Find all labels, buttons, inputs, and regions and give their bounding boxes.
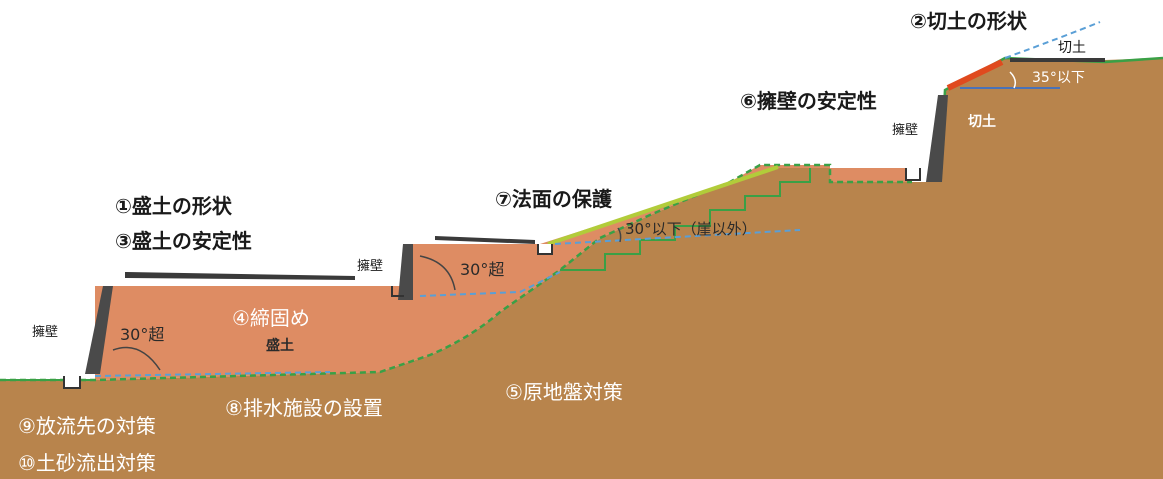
drain-gutter-lower [63, 376, 81, 389]
label-drainage: ⑧排水施設の設置 [225, 396, 383, 420]
angle-arc-cut [1009, 71, 1017, 89]
angle-arc-lower [112, 346, 161, 371]
label-fill-stability: ③盛土の安定性 [115, 229, 252, 253]
cut-face [946, 59, 1004, 91]
label-slope-protection: ⑦法面の保護 [495, 187, 613, 211]
label-retaining-wall-upper: 擁壁 [892, 123, 918, 138]
fill-soil [95, 165, 910, 380]
label-angle-lower: 30°超 [120, 325, 164, 344]
label-retaining-wall-lower: 擁壁 [32, 325, 58, 340]
drain-gutter-mid [391, 286, 404, 297]
label-angle-slope: 30°以下（崖以外） [625, 220, 757, 238]
label-discharge-measures: ⑨放流先の対策 [18, 414, 156, 438]
dashed-line-cut [1004, 21, 1101, 59]
label-cut-top: 切土 [1058, 40, 1086, 56]
label-cut-shape: ②切土の形状 [910, 9, 1028, 33]
drain-gutter-upper [905, 168, 921, 181]
label-wall-stability: ⑥擁壁の安定性 [740, 89, 877, 113]
label-fill: 盛土 [266, 337, 294, 354]
label-sediment-measures: ⑩土砂流出対策 [18, 451, 156, 475]
label-angle-mid: 30°超 [460, 260, 504, 279]
dashed-line-upper [554, 229, 801, 245]
ledge-bar-lower [125, 272, 355, 280]
label-angle-cut: 35°以下 [1032, 70, 1085, 86]
retaining-wall-lower [85, 286, 113, 374]
retaining-wall-mid [398, 244, 413, 300]
label-compaction: ④締固め [232, 306, 310, 330]
retaining-wall-upper [926, 95, 948, 182]
bench-steps [560, 168, 811, 271]
dashed-line-lower [94, 371, 331, 377]
slope-protection-line [547, 165, 779, 246]
ledge-bar-cut [1010, 58, 1105, 62]
label-retaining-wall-mid: 擁壁 [357, 259, 383, 274]
angle-arc-mid [419, 255, 456, 291]
dashed-line-mid [419, 271, 561, 297]
angle-arc-slope [617, 227, 622, 243]
natural-ground [0, 58, 1163, 479]
drain-gutter-slope [537, 244, 553, 255]
label-cut-inside: 切土 [968, 113, 996, 130]
label-ground-measures: ⑤原地盤対策 [505, 380, 623, 404]
ledge-bar-mid [435, 236, 535, 244]
label-fill-shape: ①盛土の形状 [115, 194, 233, 218]
